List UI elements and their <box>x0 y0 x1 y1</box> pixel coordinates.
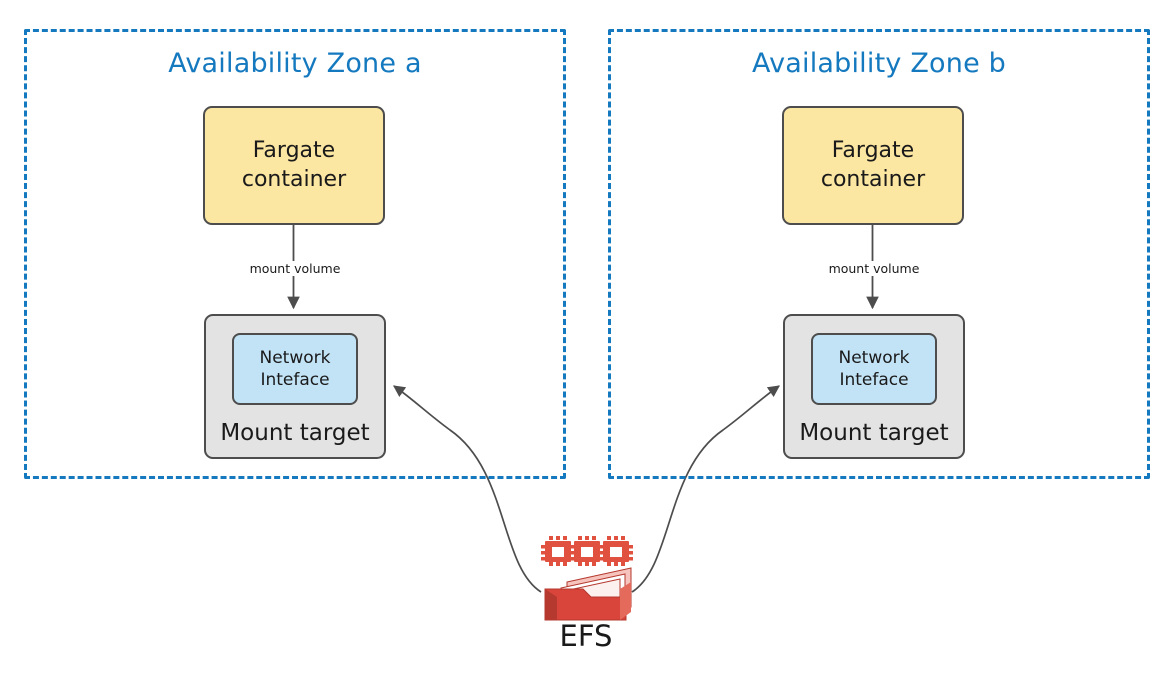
network-interface-a-line1: Network <box>259 347 331 368</box>
mount-volume-label-a: mount volume <box>243 261 347 276</box>
network-interface-a[interactable]: Network Inteface <box>232 333 358 405</box>
network-interface-a-line2: Inteface <box>260 370 330 390</box>
efs-folder-icon <box>541 536 633 621</box>
efs-label: EFS <box>559 619 613 653</box>
fargate-container-a[interactable]: Fargate container <box>203 106 385 225</box>
availability-zone-a: Availability Zone a <box>24 29 566 479</box>
chip-icon-1 <box>541 536 575 566</box>
fargate-container-a-line2: container <box>241 166 347 192</box>
availability-zone-b-title: Availability Zone b <box>751 48 1006 79</box>
fargate-container-b[interactable]: Fargate container <box>782 106 964 225</box>
mount-target-b-label: Mount target <box>799 419 949 446</box>
mount-volume-label-b: mount volume <box>822 261 926 276</box>
chip-icon-2 <box>570 536 604 566</box>
availability-zone-a-title: Availability Zone a <box>168 48 422 79</box>
network-interface-b-line2: Inteface <box>839 370 909 390</box>
fargate-container-a-line1: Fargate <box>252 138 336 164</box>
efs-node[interactable]: EFS <box>521 527 651 655</box>
availability-zone-b: Availability Zone b <box>608 29 1150 479</box>
fargate-container-b-line2: container <box>820 166 926 192</box>
network-interface-b-line1: Network <box>838 347 910 368</box>
network-interface-b[interactable]: Network Inteface <box>811 333 937 405</box>
fargate-container-b-line1: Fargate <box>831 138 915 164</box>
chip-icon-3 <box>599 536 633 566</box>
mount-target-a-label: Mount target <box>220 419 370 446</box>
